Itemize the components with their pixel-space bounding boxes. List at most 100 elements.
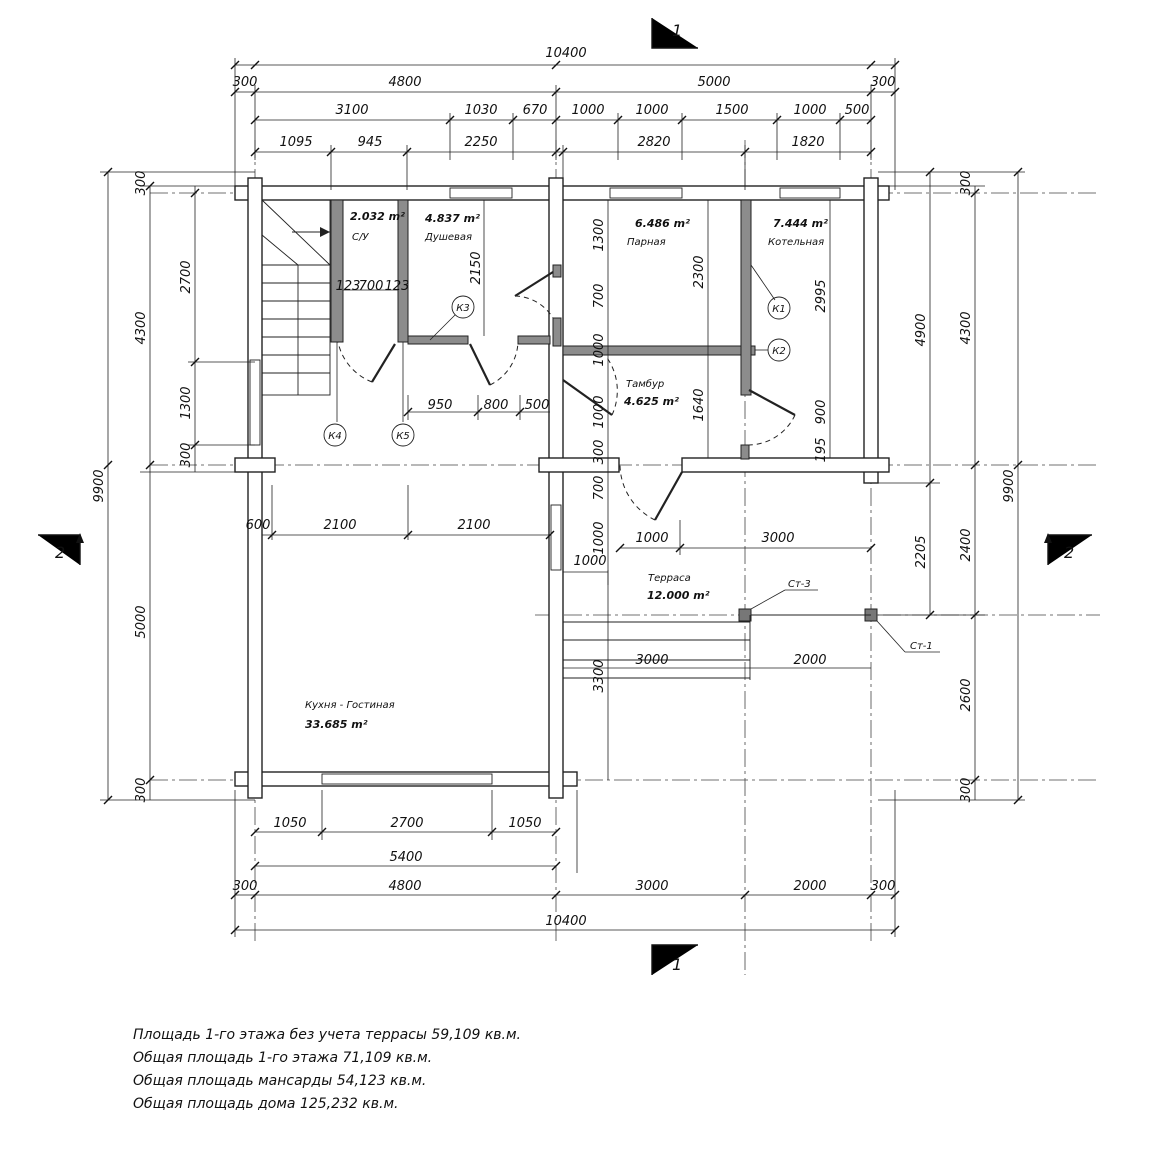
dim-interior: 700: [592, 284, 607, 309]
room-area-su: 2.032 m²: [350, 210, 405, 223]
section-markers: [38, 18, 1092, 975]
dim-top-l1b: 4800: [388, 75, 421, 90]
note-line: Общая площадь дома 125,232 кв.м.: [133, 1096, 399, 1112]
dim-bot-l3: 1050: [273, 816, 306, 831]
tag-circles: [323, 295, 791, 447]
dim-left-inner: 300: [179, 443, 194, 468]
floor-plan-drawing: 10400 300 4800 5000 300 3100 1030 670 10…: [38, 18, 1100, 975]
room-name-boiler: Котельная: [768, 237, 824, 248]
area-notes: Площадь 1-го этажа без учета террасы 59,…: [133, 1024, 521, 1116]
dim-bot-l1: 4800: [388, 879, 421, 894]
room-name-shower: Душевая: [424, 232, 472, 243]
dimension-ticks: [103, 60, 1023, 935]
dim-right-4300: 4300: [959, 311, 974, 344]
room-area-boiler: 7.444 m²: [773, 217, 828, 230]
dim-top-total: 10400: [545, 46, 586, 61]
dim-interior: 950: [428, 398, 453, 413]
dim-top-l3: 2820: [637, 135, 670, 150]
tag-st1: Ст-1: [910, 641, 933, 652]
dim-left-total: 9900: [92, 469, 107, 502]
dim-interior: 3000: [635, 653, 668, 668]
room-name-su: С/У: [352, 232, 369, 243]
dim-interior: 1000: [592, 521, 607, 554]
dim-bot-l3: 2700: [390, 816, 423, 831]
dim-interior: 500: [525, 398, 550, 413]
dim-interior: 900: [814, 400, 829, 425]
dim-bot-l1: 3000: [635, 879, 668, 894]
section-label-right: 2: [1064, 543, 1074, 562]
dim-interior: 1000: [592, 333, 607, 366]
dim-interior: 2000: [793, 653, 826, 668]
room-area-shower: 4.837 m²: [424, 212, 480, 225]
dim-interior: 195: [814, 438, 829, 463]
dim-left-inner: 2700: [179, 260, 194, 293]
dim-interior: 2100: [323, 518, 356, 533]
dim-top-l2: 1000: [635, 103, 668, 118]
dim-top-l1a: 300: [233, 75, 258, 90]
dim-top-l2: 1000: [571, 103, 604, 118]
room-name-kitchen: Кухня - Гостиная: [305, 700, 395, 711]
dim-interior: 3300: [592, 659, 607, 692]
dim-top-l2: 1030: [464, 103, 497, 118]
room-name-terrace: Терраса: [648, 573, 691, 584]
tag-k4: К4: [328, 431, 341, 442]
dim-interior: 800: [484, 398, 509, 413]
doors: [337, 271, 796, 521]
section-label-top: 1: [672, 21, 682, 40]
dim-top-l3: 2250: [464, 135, 497, 150]
tag-k1: К1: [772, 304, 785, 315]
section-label-left: 2: [55, 543, 65, 562]
dim-interior: 700: [592, 476, 607, 501]
note-line: Общая площадь 1-го этажа 71,109 кв.м.: [133, 1050, 433, 1066]
dim-right-total: 9900: [1002, 469, 1017, 502]
dim-top-l1d: 300: [871, 75, 896, 90]
dim-top-l3: 1095: [279, 135, 312, 150]
dim-interior: 123: [385, 279, 410, 294]
note-line: Общая площадь мансарды 54,123 кв.м.: [133, 1073, 427, 1089]
dim-bot-l1: 300: [871, 879, 896, 894]
dim-bot-5400: 5400: [389, 850, 422, 865]
dim-interior: 2100: [457, 518, 490, 533]
dim-interior: 1000: [592, 395, 607, 428]
room-area-vestibule: 4.625 m²: [623, 395, 679, 408]
dim-interior: 700: [359, 279, 384, 294]
dim-interior: 2150: [469, 251, 484, 284]
dim-right-2600: 2600: [959, 678, 974, 711]
section-label-bottom: 1: [672, 955, 682, 974]
dim-left-4300: 4300: [134, 311, 149, 344]
dim-interior: 2300: [692, 255, 707, 288]
dim-right-2400: 2400: [959, 528, 974, 561]
dim-bot-total: 10400: [545, 914, 586, 929]
dim-top-l2: 500: [845, 103, 870, 118]
dim-interior: 300: [592, 440, 607, 465]
dim-right-4900: 4900: [914, 313, 929, 346]
room-area-kitchen: 33.685 m²: [305, 718, 368, 731]
dim-interior: 2995: [814, 279, 829, 312]
dim-interior: 1000: [573, 554, 606, 569]
dim-interior: 3000: [761, 531, 794, 546]
dim-interior: 123: [336, 279, 361, 294]
dim-bot-l1: 2000: [793, 879, 826, 894]
room-area-steam: 6.486 m²: [635, 217, 690, 230]
dim-bot-l1: 300: [233, 879, 258, 894]
dim-left-inner: 1300: [179, 386, 194, 419]
dim-bot-l3: 1050: [508, 816, 541, 831]
dim-top-l2: 1500: [715, 103, 748, 118]
dim-interior: 1000: [635, 531, 668, 546]
dim-top-l3: 1820: [791, 135, 824, 150]
interior-partitions: [330, 199, 878, 622]
dim-right-bot300: 300: [959, 778, 974, 803]
dim-interior: 600: [246, 518, 271, 533]
dim-top-l2: 670: [523, 103, 548, 118]
dimension-lines: [100, 58, 1025, 937]
staircase: [261, 199, 331, 396]
dim-interior: 1300: [592, 218, 607, 251]
dim-top-l2: 3100: [335, 103, 368, 118]
dim-top-l2: 1000: [793, 103, 826, 118]
tag-st3: Ст-3: [788, 579, 811, 590]
dim-left-inner: 300: [134, 778, 149, 803]
dim-interior: 1640: [692, 388, 707, 421]
note-line: Площадь 1-го этажа без учета террасы 59,…: [133, 1027, 522, 1043]
room-name-vestibule: Тамбур: [626, 378, 664, 390]
room-area-terrace: 12.000 m²: [647, 589, 710, 602]
